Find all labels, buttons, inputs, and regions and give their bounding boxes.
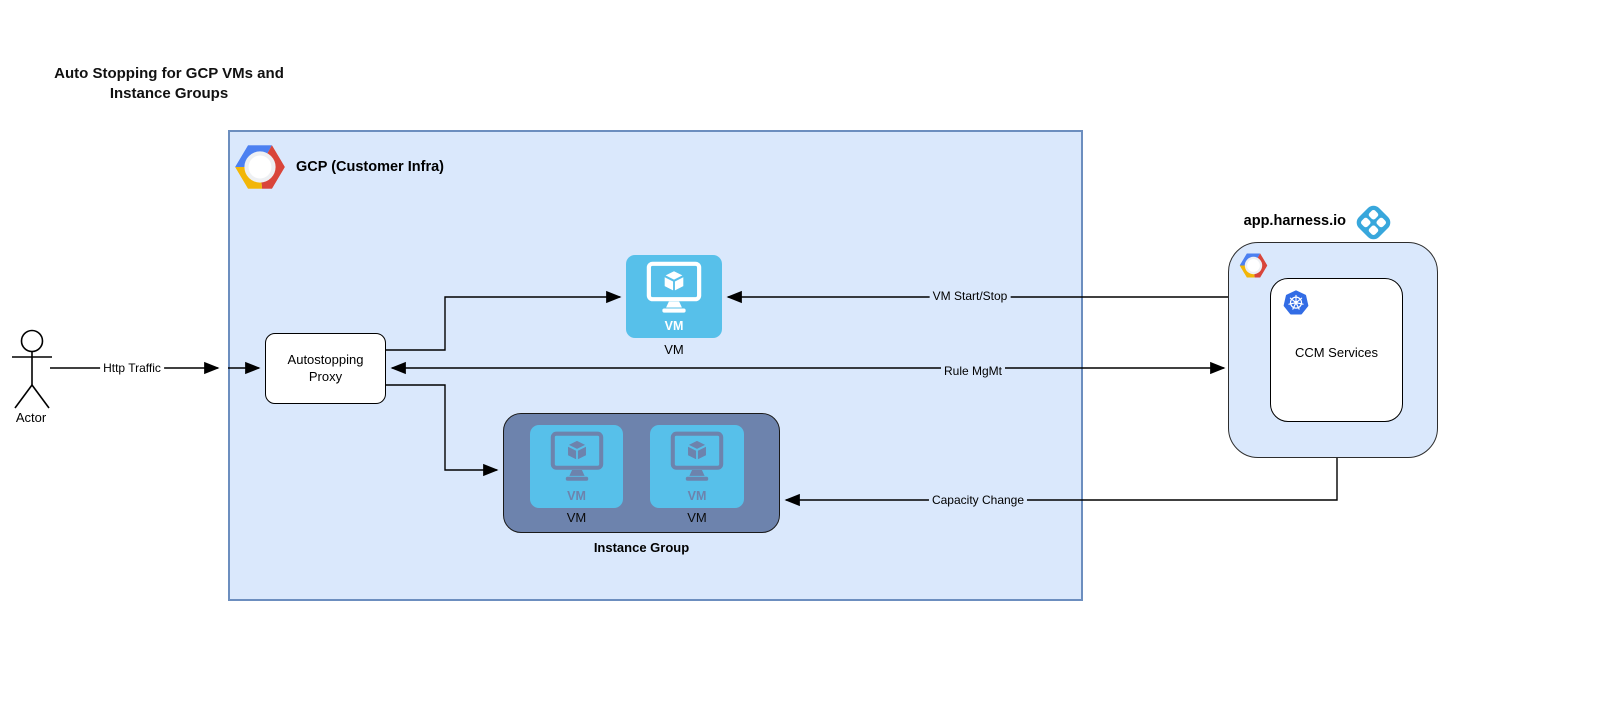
vm-caption: VM <box>664 342 684 357</box>
vm-monitor-icon <box>643 261 705 315</box>
edge-label-vm-start-stop: VM Start/Stop <box>929 289 1011 303</box>
diagram-title: Auto Stopping for GCP VMs and Instance G… <box>54 65 284 102</box>
gcp-logo-icon <box>234 141 286 193</box>
instance-group-vm-1: VM <box>530 425 623 508</box>
edge-label-http-traffic: Http Traffic <box>100 361 164 375</box>
ccm-services-label: CCM Services <box>1294 345 1379 360</box>
gcp-logo-icon <box>1239 251 1268 280</box>
vm-tile-text: VM <box>664 319 684 333</box>
autostopping-proxy-node: Autostopping Proxy <box>265 333 386 404</box>
instance-group-vm-2-caption: VM <box>687 510 707 525</box>
instance-group-caption: Instance Group <box>593 540 690 555</box>
vm-node: VM <box>626 255 722 338</box>
actor-icon <box>12 329 52 409</box>
vm-tile-text: VM <box>687 489 707 503</box>
vm-monitor-icon <box>667 431 727 483</box>
edge-label-capacity-change: Capacity Change <box>928 493 1028 507</box>
actor-label: Actor <box>15 410 47 425</box>
autostopping-proxy-label: Autostopping Proxy <box>287 352 364 384</box>
edge-label-rule-mgmt: Rule MgMt <box>940 364 1006 378</box>
harness-logo-icon <box>1352 201 1395 244</box>
instance-group-vm-1-caption: VM <box>566 510 587 525</box>
gcp-container-label: GCP (Customer Infra) <box>296 159 444 175</box>
vm-monitor-icon <box>547 431 607 483</box>
kubernetes-icon <box>1283 290 1309 316</box>
harness-title: app.harness.io <box>1243 213 1346 229</box>
vm-tile-text: VM <box>567 489 586 503</box>
ccm-services-node: CCM Services <box>1270 278 1403 422</box>
instance-group-vm-2: VM <box>650 425 744 508</box>
